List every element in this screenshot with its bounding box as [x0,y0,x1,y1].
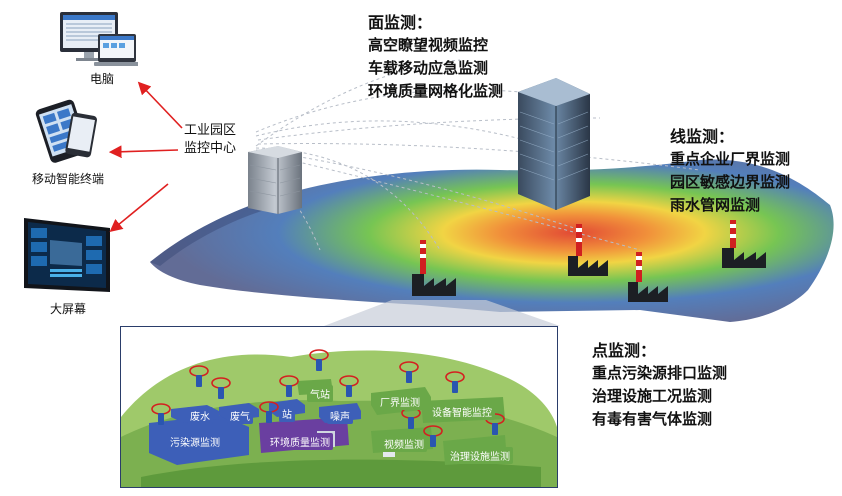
point-item-1: 重点污染源排口监测 [592,364,728,382]
mobile-label: 移动智能终端 [31,172,104,186]
surface-item-2: 车载移动应急监测 [368,59,489,77]
arrow-to-mobile [108,145,179,159]
pc-label: 电脑 [89,72,114,86]
large-screen-device [20,214,114,296]
factory-3 [628,252,668,302]
sensor-markers [151,349,505,447]
tag-boundary: 厂界监测 [377,393,423,410]
terrain-shape [150,159,834,322]
tag-env-quality: 环境质量监测 [267,433,333,450]
tag-waste-gas: 废气 [227,407,253,424]
pc-icon [60,12,140,66]
line-item-3: 雨水管网监测 [670,196,761,214]
tag-smart-device: 设备智能监控 [429,403,495,420]
zoom-funnel [324,300,560,326]
large-screen-icon [24,218,110,292]
mobile-icon [35,99,97,163]
surface-item-3: 环境质量网格化监测 [368,82,504,100]
factory-1 [412,240,456,296]
center-line2: 监控中心 [184,141,237,156]
center-line1: 工业园区 [184,123,237,138]
tag-station: 站 [279,405,295,422]
surface-title: 面监测： [368,13,433,32]
pc-device [58,10,140,68]
tag-waste-water: 废水 [187,407,213,424]
tag-video: 视频监测 [381,435,427,452]
tower-building [518,78,590,210]
factory-2 [568,224,608,276]
inset-panel: 废水 废气 站 气站 噪声 厂界监测 设备智能监控 污染源监测 环境质量监测 视… [120,326,558,488]
point-title: 点监测： [592,341,657,360]
factory-4 [722,220,766,268]
line-item-1: 重点企业厂界监测 [670,150,791,168]
arrow-to-pc [137,81,183,129]
tag-pollution-source: 污染源监测 [167,433,223,450]
line-title: 线监测： [670,127,735,146]
tag-gas-station: 气站 [307,385,333,402]
arrow-to-screen [109,183,169,233]
line-monitor-block: 线监测： 重点企业厂界监测 园区敏感边界监测 雨水管网监测 [670,126,840,217]
line-item-2: 园区敏感边界监测 [670,173,791,191]
monitor-center-building [248,146,302,214]
surface-monitor-block: 面监测： 高空瞭望视频监控 车载移动应急监测 环境质量网格化监测 [368,12,568,103]
tag-noise: 噪声 [327,407,353,424]
surface-item-1: 高空瞭望视频监控 [368,36,489,54]
point-monitor-block: 点监测： 重点污染源排口监测 治理设施工况监测 有毒有害气体监测 [592,340,792,431]
large-screen-label: 大屏幕 [49,302,86,316]
mobile-device [26,96,106,164]
tag-facility: 治理设施监测 [447,447,513,464]
point-item-2: 治理设施工况监测 [592,387,713,405]
point-item-3: 有毒有害气体监测 [592,410,713,428]
monitor-center-label: 工业园区 监控中心 [184,122,254,158]
